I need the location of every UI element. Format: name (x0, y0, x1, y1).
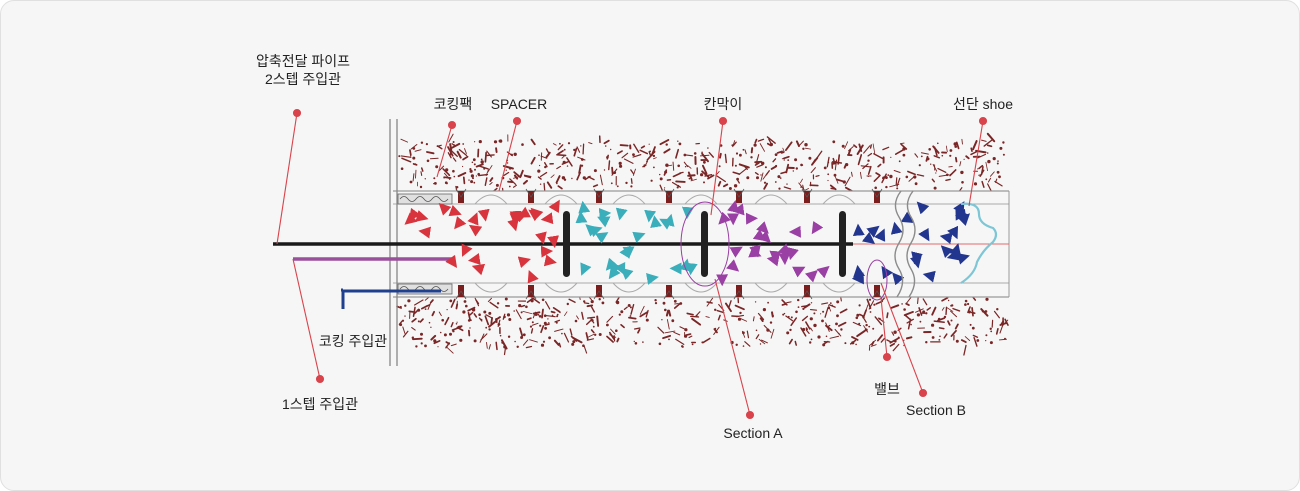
label-1step-pipe: 1스텝 주입관 (282, 396, 358, 412)
caulking-pack-bottom (397, 283, 453, 295)
partition-2 (701, 211, 708, 277)
leader-lines (276, 108, 988, 420)
valves (455, 188, 883, 300)
label-spacer: SPACER (491, 96, 548, 112)
label-section-a: Section A (723, 425, 783, 441)
label-caulking-pipe: 코킹 주입관 (319, 333, 387, 349)
break-line-2 (906, 190, 916, 298)
partition-3 (839, 211, 846, 277)
label-section-b: Section B (906, 402, 966, 418)
section-a-marker (680, 201, 730, 287)
break-line-1 (894, 190, 904, 298)
label-caulking-pack: 코킹팩 (434, 96, 473, 112)
partition-1 (563, 211, 570, 277)
label-valve: 밸브 (874, 381, 900, 397)
caulking-pack-top (397, 193, 453, 205)
label-partition: 칸막이 (704, 96, 743, 112)
spacers (474, 194, 856, 293)
pipe-caulking-blue (341, 289, 441, 309)
soil-layer-bottom (396, 292, 1009, 356)
label-2step-pipe: 2스텝 주입관 (265, 71, 341, 87)
label-shoe: 선단 shoe (953, 96, 1013, 112)
tip-shoe (960, 202, 998, 284)
flow-arrows (404, 199, 971, 287)
label-pressure-pipe: 압축전달 파이프 (256, 53, 350, 69)
soil-layer-top (398, 132, 1005, 196)
section-b-marker (866, 259, 888, 301)
